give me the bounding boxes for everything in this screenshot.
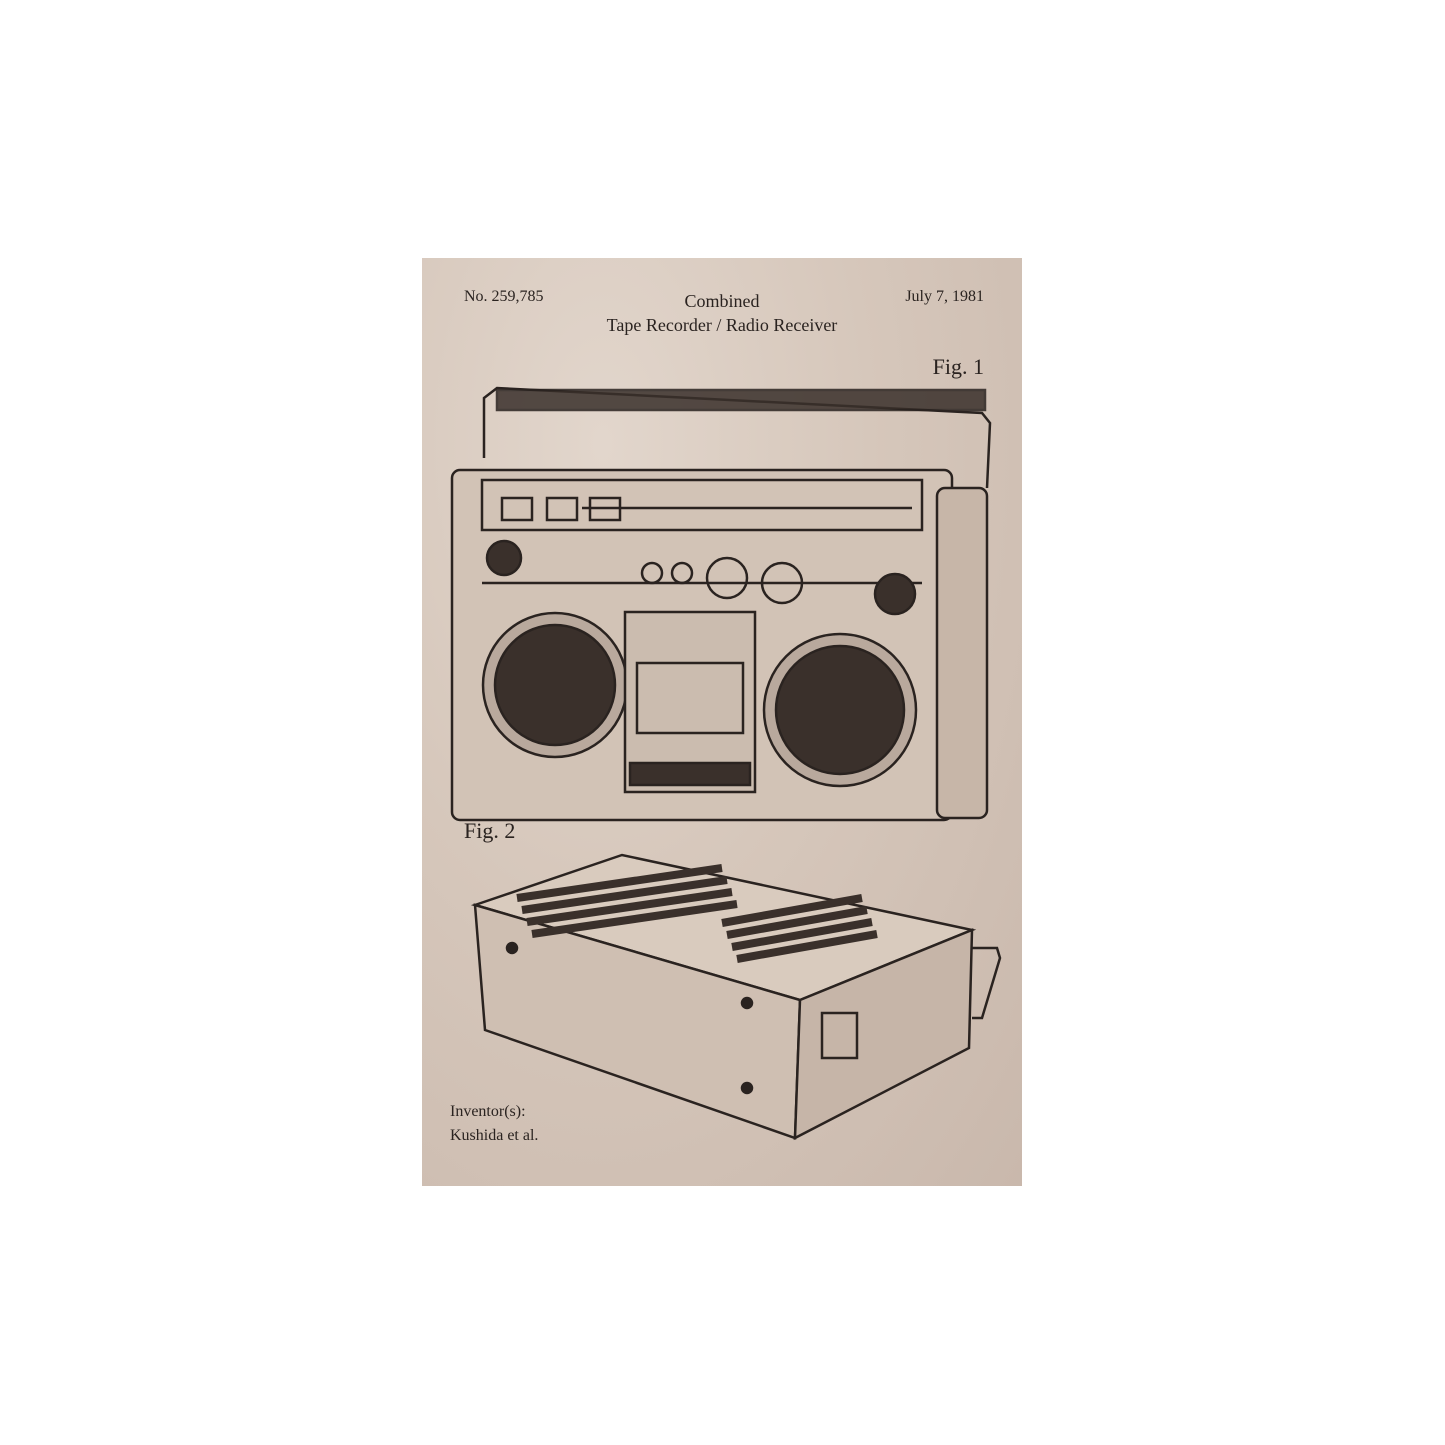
figure-1-label: Fig. 1 <box>932 354 984 379</box>
title-line-1: Combined <box>684 291 760 311</box>
inventor-name: Kushida et al. <box>450 1127 539 1144</box>
patent-number: No. 259,785 <box>464 288 544 305</box>
figure-2-label: Fig. 2 <box>464 818 516 843</box>
inventor-block: Inventor(s): Kushida et al. <box>450 1100 538 1148</box>
boombox-bottom-illustration <box>470 853 1002 1141</box>
title-line-2: Tape Recorder / Radio Receiver <box>606 315 838 335</box>
patent-title: Combined Tape Recorder / Radio Receiver <box>422 289 1022 337</box>
inventor-label: Inventor(s): <box>450 1103 526 1120</box>
patent-date: July 7, 1981 <box>905 288 984 305</box>
patent-poster: No. 259,785 Combined Tape Recorder / Rad… <box>422 258 1022 1186</box>
boombox-front-illustration <box>450 386 992 822</box>
